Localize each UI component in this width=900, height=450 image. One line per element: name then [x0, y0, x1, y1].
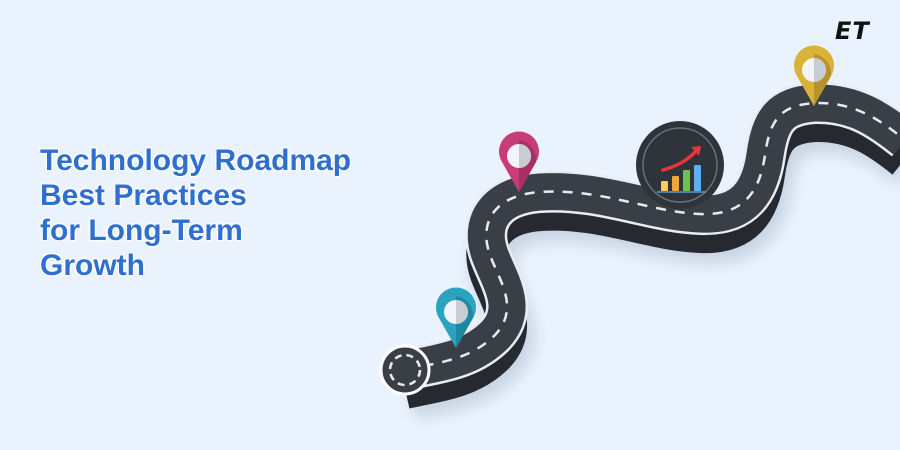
brand-logo: ET — [835, 17, 870, 45]
road — [400, 82, 900, 420]
page-title: Technology Roadmap Best Practices for Lo… — [40, 143, 351, 283]
gold-location-pin-icon — [794, 45, 834, 106]
title-line-1: Technology Roadmap — [40, 144, 352, 177]
growth-chart-icon — [657, 146, 706, 193]
title-line-3: for Long-Term — [40, 214, 243, 247]
magenta-location-pin-icon — [499, 131, 539, 192]
title-line-4: Growth — [40, 249, 145, 282]
title-line-2: Best Practices — [40, 179, 247, 212]
teal-location-pin-icon — [436, 287, 476, 348]
road-start-circle — [379, 344, 431, 396]
growth-badge — [636, 121, 724, 209]
